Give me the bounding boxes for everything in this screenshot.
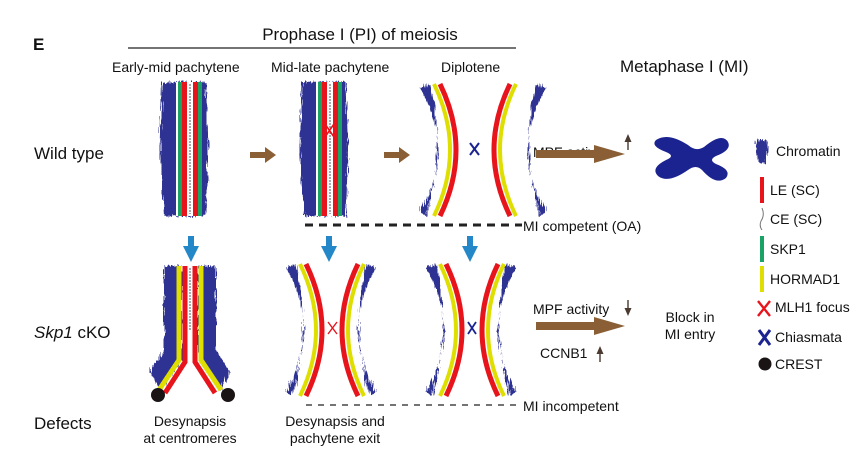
defect-1-line-1: Desynapsis (153, 413, 227, 429)
panel-label: E (33, 35, 45, 54)
legend-label-crest: CREST (775, 356, 823, 372)
chromatin-left (150, 266, 182, 390)
metaphase-title: Metaphase I (MI) (620, 57, 749, 76)
mlh1-focus-icon (324, 123, 335, 138)
skp1-left (318, 82, 322, 216)
mi-incompetent-label: MI incompetent (523, 398, 619, 414)
hormad1-right (198, 266, 224, 392)
chromatin-left (426, 264, 444, 396)
hormad1-right (498, 83, 518, 217)
chromatin-left (286, 264, 304, 396)
le-left (162, 266, 188, 395)
prophase-title: Prophase I (PI) of meiosis (262, 25, 458, 44)
mutant-mi-progression-arrow (536, 317, 625, 335)
skp1-left (178, 82, 182, 216)
stage-label-early-mid-pachytene: Early-mid pachytene (112, 59, 240, 75)
row-label-mutant: Skp1 cKO (34, 324, 111, 341)
legend-label-hormad1: HORMAD1 (770, 271, 841, 287)
chromatin-right (498, 264, 516, 396)
le-left (437, 82, 459, 218)
legend-hormad1-icon (760, 266, 764, 292)
block-line-2: MI entry (664, 326, 716, 342)
le-right (479, 262, 501, 398)
defect-1-line-2: at centromeres (143, 430, 237, 446)
ccnb1-label: CCNB1 (540, 345, 588, 361)
stage-label-mid-late-pachytene: Mid-late pachytene (271, 59, 390, 75)
metaphase-chromosome (654, 136, 729, 181)
wt-mi-progression-arrow (536, 145, 625, 163)
mutant-mpf-down-arrow-icon (624, 300, 632, 316)
mutant-centromere-desynapsis-chromosome (150, 266, 235, 402)
chromatin-left (420, 84, 438, 216)
mutant-suffix: cKO (72, 323, 111, 342)
hormad1-right (346, 263, 366, 397)
progression-arrow-2 (384, 147, 410, 163)
stage-label-diplotene: Diplotene (441, 59, 501, 75)
legend-chromatin-icon (756, 140, 768, 163)
skp1-right (338, 82, 342, 216)
ccnb1-up-arrow-icon (596, 346, 604, 362)
mlh1-focus-icon (327, 321, 338, 335)
le-right (333, 82, 338, 216)
legend-chiasmata-x-icon (757, 329, 772, 346)
legend-le-icon (760, 177, 764, 203)
hormad1-left (156, 266, 182, 392)
wt-mpf-up-arrow-icon (624, 134, 632, 150)
hormad1-left (298, 263, 318, 397)
hormad1-left (438, 263, 458, 397)
mi-competent-label: MI competent (OA) (523, 218, 642, 234)
legend-label-chiasmata: Chiasmata (775, 329, 842, 345)
defect-desynapsis-centromeres: Desynapsis at centromeres (130, 413, 250, 447)
legend-skp1-icon (760, 236, 764, 262)
le-right (339, 262, 361, 398)
wt-early-mid-pachytene-chromosome (160, 82, 208, 216)
legend-crest-dot-icon (758, 357, 772, 371)
legend-label-ce: CE (SC) (770, 211, 823, 227)
legend-label-mlh1: MLH1 focus (775, 299, 850, 315)
skp1-right (198, 82, 202, 216)
defect-2-line-1: Desynapsis and (285, 413, 385, 429)
legend-label-skp1: SKP1 (770, 241, 806, 257)
le-right (192, 266, 218, 395)
hormad1-right (486, 263, 506, 397)
crest-dot-right (221, 388, 235, 402)
defect-arrow-1 (183, 236, 199, 262)
le-left (322, 82, 327, 216)
mutant-mid-late-chromosome (286, 262, 376, 398)
le-left (182, 82, 187, 216)
block-line-1: Block in (665, 309, 715, 325)
crest-dot-left (151, 388, 165, 402)
legend-ce-icon (759, 207, 764, 231)
defect-arrow-3 (462, 236, 478, 262)
chiasmata-icon (469, 142, 480, 156)
legend-mlh1-x-icon (757, 300, 771, 317)
le-left (303, 262, 325, 398)
hormad1-left (432, 83, 452, 217)
wt-mid-late-pachytene-chromosome (300, 82, 348, 216)
wt-diplotene-chromosome (420, 82, 546, 218)
row-label-wild-type: Wild type (34, 144, 104, 163)
chromatin-right (528, 84, 546, 216)
chromatin-right (198, 266, 230, 390)
mutant-diplotene-chromosome (426, 262, 516, 398)
le-right (491, 82, 513, 218)
mutant-gene-name: Skp1 (34, 323, 73, 342)
progression-arrow-1 (250, 147, 276, 163)
block-mi-entry-label: Block in MI entry (650, 309, 730, 343)
defect-arrow-2 (321, 236, 337, 262)
defect-desynapsis-pachytene-exit: Desynapsis and pachytene exit (270, 413, 400, 447)
legend-label-le: LE (SC) (770, 182, 820, 198)
row-label-defects: Defects (34, 414, 92, 433)
chiasmata-icon (467, 321, 477, 335)
mutant-mpf-activity-label: MPF activity (533, 301, 610, 317)
legend-label-chromatin: Chromatin (776, 143, 841, 159)
le-left (443, 262, 465, 398)
chromatin-right (358, 264, 376, 396)
le-right (193, 82, 198, 216)
defect-2-line-2: pachytene exit (289, 430, 381, 446)
